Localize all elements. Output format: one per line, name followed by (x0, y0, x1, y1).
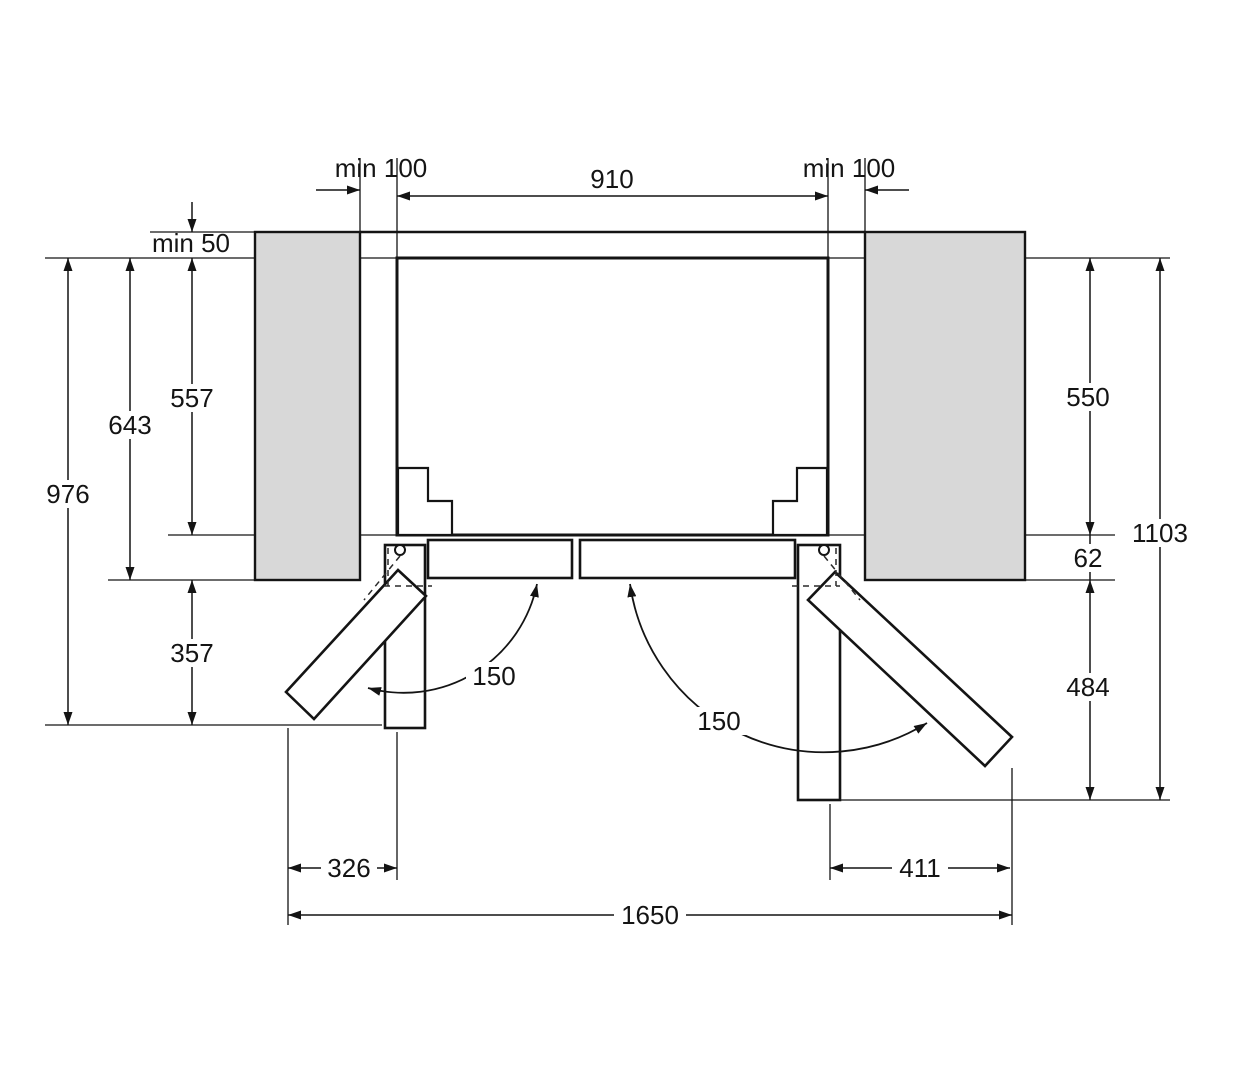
left-door-open-90 (383, 543, 427, 730)
left-door-closed (426, 538, 574, 580)
left-cabinet (253, 230, 362, 582)
dim-open-angle-left: 150 (472, 661, 515, 691)
dim-depth-door-open-left: 976 (46, 479, 89, 509)
dim-door-projection-right: 411 (899, 853, 940, 883)
right-door-closed (578, 538, 797, 580)
label-backgrounds (40, 383, 1196, 929)
dim-min-clearance-side-left: min 100 (335, 153, 428, 183)
dim-door-swing-right: 484 (1066, 672, 1109, 702)
dim-open-angle-right: 150 (697, 706, 740, 736)
right-cabinet (863, 230, 1027, 582)
dim-min-clearance-rear: min 50 (152, 228, 230, 258)
dimension-labels: min 100 910 min 100 min 50 557 643 976 3… (46, 153, 1188, 930)
dim-overall-width-open: 1650 (621, 900, 679, 930)
right-hinge-pivot (818, 544, 830, 556)
dim-appliance-width: 910 (590, 164, 633, 194)
dim-door-projection-left: 326 (327, 853, 370, 883)
dim-depth-body-right: 550 (1066, 382, 1109, 412)
dim-depth-body-left: 557 (170, 383, 213, 413)
dim-depth-with-door-left: 643 (108, 410, 151, 440)
left-hinge-pivot (394, 544, 406, 556)
dim-door-swing-left: 357 (170, 638, 213, 668)
appliance-body (395, 256, 830, 537)
dim-overall-depth-right: 1103 (1132, 518, 1188, 548)
dim-min-clearance-side-right: min 100 (803, 153, 896, 183)
left-hinge-bracket (396, 466, 454, 537)
dim-door-thickness: 62 (1074, 543, 1103, 573)
right-hinge-bracket (771, 466, 829, 537)
